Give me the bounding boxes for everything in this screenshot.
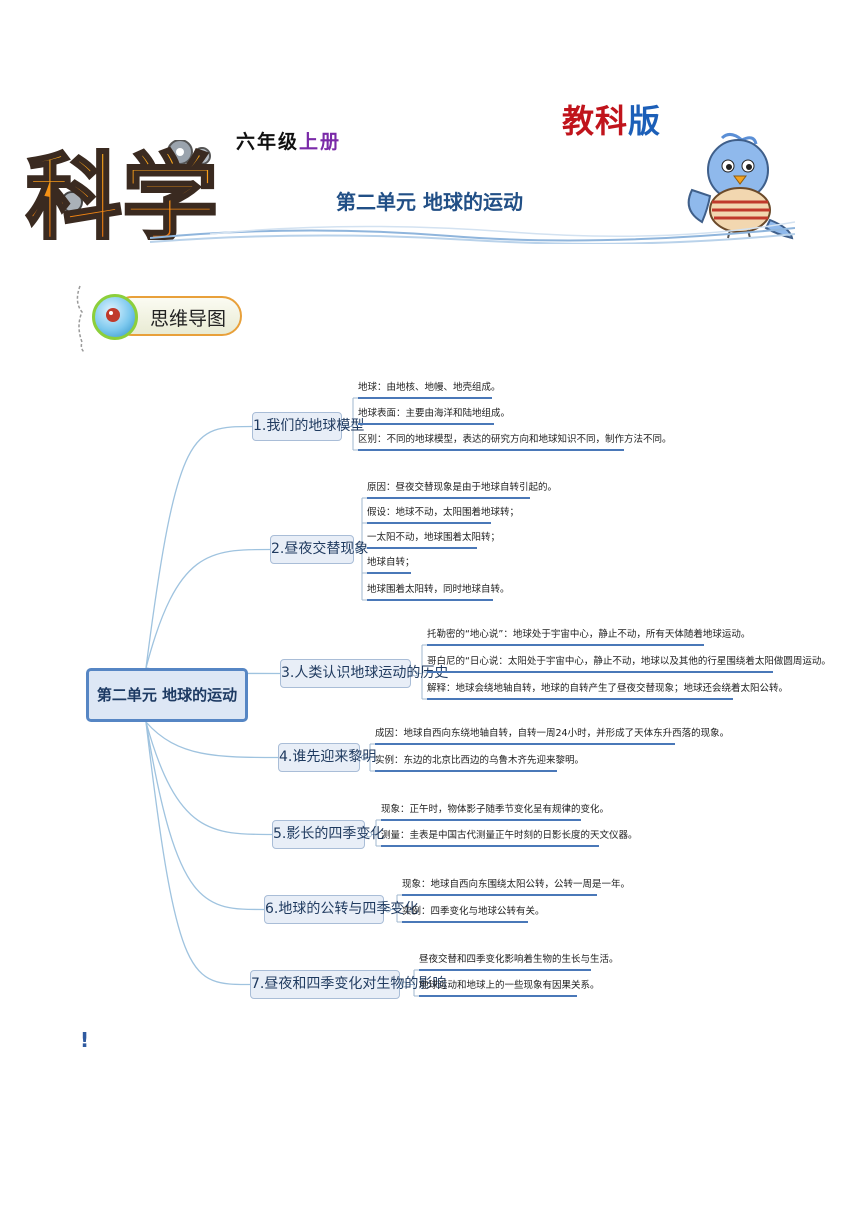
leaf-item: 解释：地球会绕地轴自转，地球的自转产生了昼夜交替现象；地球还会绕着太阳公转。 — [427, 682, 788, 700]
root-branch-connector — [145, 548, 271, 669]
root-branch-connector — [145, 425, 253, 669]
svg-text:科学: 科学 — [26, 143, 218, 240]
badge-decoration — [70, 282, 110, 354]
gear-icon — [61, 139, 211, 213]
leaf-item: 现象：地球自西向东围绕太阳公转，公转一周是一年。 — [402, 878, 630, 896]
mindmap-root-node: 第二单元 地球的运动 — [86, 668, 248, 722]
leaf-item: 哥白尼的“日心说：太阳处于宇宙中心，静止不动，地球以及其他的行星围绕着太阳做圆周… — [427, 655, 831, 673]
magnifier-icon — [92, 294, 138, 340]
leaf-item: 原因：昼夜交替现象是由于地球自转引起的。 — [367, 481, 557, 499]
leaf-item: 实例：四季变化与地球公转有关。 — [402, 905, 545, 923]
root-branch-connector — [145, 721, 251, 986]
leaf-bracket — [360, 498, 363, 600]
bird-illustration — [682, 130, 794, 240]
leaf-item: 一太阳不动，地球围着太阳转； — [367, 531, 500, 549]
leaf-bracket — [366, 744, 371, 771]
branch-node-dawn: 4.谁先迎来黎明 — [278, 743, 376, 772]
leaf-item: 测量：圭表是中国古代测量正午时刻的日影长度的天文仪器。 — [381, 829, 638, 847]
branch-node-biology: 7.昼夜和四季变化对生物的影响 — [250, 970, 446, 999]
unit-title: 第二单元 地球的运动 — [336, 190, 523, 214]
leaf-item: 地球：由地核、地幔、地壳组成。 — [358, 381, 501, 399]
leaf-bracket — [406, 970, 415, 996]
leaf-item: 区别：不同的地球模型，表达的研究方向和地球知识不同，制作方法不同。 — [358, 433, 672, 451]
grade-label: 六年级上册 — [236, 131, 342, 153]
branch-node-shadow: 5.影长的四季变化 — [272, 820, 384, 849]
root-branch-connector — [145, 721, 265, 911]
leaf-item: 托勒密的“地心说”：地球处于宇宙中心，静止不动，所有天体随着地球运动。 — [427, 628, 750, 646]
footer-mark: ! — [80, 1028, 90, 1052]
leaf-item: 假设：地球不动，太阳围着地球转； — [367, 506, 519, 524]
leaf-item: 地球围着太阳转，同时地球自转。 — [367, 583, 510, 601]
leaf-item: 地球表面：主要由海洋和陆地组成。 — [358, 407, 510, 425]
science-logo: 科学 — [24, 139, 224, 257]
leaf-item: 昼夜交替和四季变化影响着生物的生长与生活。 — [419, 953, 619, 971]
badge-label: 思维导图 — [150, 308, 227, 330]
edition-label: 教科版 — [562, 102, 662, 140]
leaf-item: 地球运动和地球上的一些现象有因果关系。 — [419, 979, 600, 997]
leaf-item: 实例：东边的北京比西边的乌鲁木齐先迎来黎明。 — [375, 754, 584, 772]
branch-node-day-night: 2.昼夜交替现象 — [270, 535, 368, 564]
wave-decoration — [149, 214, 796, 245]
mindmap-section-badge: 思维导图 — [92, 294, 246, 340]
leaf-bracket — [390, 895, 398, 922]
root-branch-connector — [145, 721, 279, 759]
branch-node-revolution: 6.地球的公转与四季变化 — [264, 895, 418, 924]
root-branch-connector — [145, 721, 273, 836]
leaf-bracket — [371, 820, 377, 846]
leaf-item: 成因：地球自西向东绕地轴自转，自转一周24小时，并形成了天体东升西落的现象。 — [375, 727, 729, 745]
branch-node-earth-model: 1.我们的地球模型 — [252, 412, 364, 441]
leaf-item: 地球自转； — [367, 556, 415, 574]
leaf-item: 现象：正午时，物体影子随季节变化呈有规律的变化。 — [381, 803, 609, 821]
branch-node-history: 3.人类认识地球运动的历史 — [280, 659, 448, 688]
